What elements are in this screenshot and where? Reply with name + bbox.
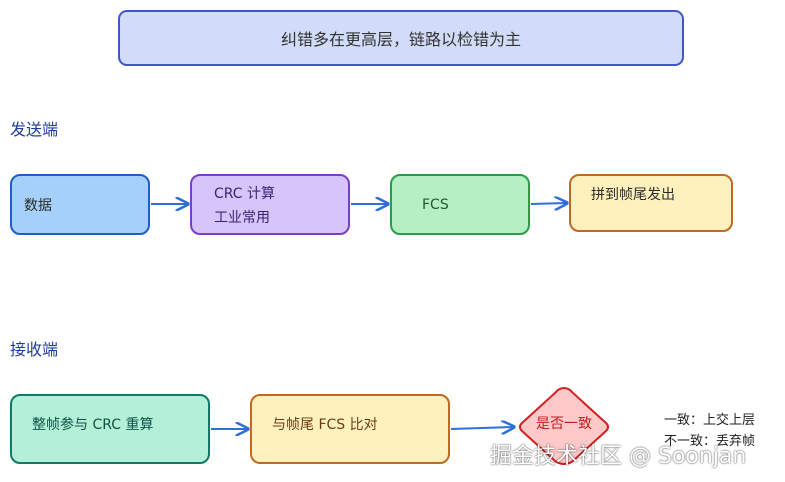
sender-label: 发送端: [10, 120, 59, 139]
sender-step-append-text: 拼到帧尾发出: [591, 187, 675, 203]
receiver-step-compare-text: 与帧尾 FCS 比对: [272, 417, 378, 433]
arrow-compare-to-decision: [450, 427, 514, 429]
receiver-label: 接收端: [10, 340, 59, 359]
receiver-step-recompute-text: 整帧参与 CRC 重算: [32, 417, 154, 433]
outcome-yes: 一致：上交上层: [664, 413, 756, 428]
decision-diamond: [517, 385, 611, 469]
title-box: 纠错多在更高层，链路以检错为主: [118, 10, 684, 66]
sender-step-data: 数据: [10, 174, 150, 235]
sender-step-crc-line1: CRC 计算: [214, 185, 276, 202]
sender-step-data-text: 数据: [24, 197, 52, 214]
sender-step-crc-line2: 工业常用: [214, 209, 270, 226]
outcome-no: 不一致：丢弃帧: [664, 434, 756, 449]
receiver-step-compare: 与帧尾 FCS 比对: [250, 394, 450, 464]
sender-step-fcs-text: FCS: [422, 196, 449, 213]
title-text: 纠错多在更高层，链路以检错为主: [280, 30, 521, 49]
receiver-step-recompute: 整帧参与 CRC 重算: [10, 394, 210, 464]
watermark: 掘金技术社区 @ Soonjan: [490, 444, 747, 469]
sender-step-crc: CRC 计算 工业常用: [190, 174, 350, 235]
sender-step-append: 拼到帧尾发出: [569, 174, 733, 232]
sender-step-fcs: FCS: [390, 174, 530, 235]
decision-text: 是否一致: [536, 416, 592, 432]
arrow-fcs-to-append: [530, 203, 567, 204]
decision-diamond-shape: [519, 386, 609, 465]
